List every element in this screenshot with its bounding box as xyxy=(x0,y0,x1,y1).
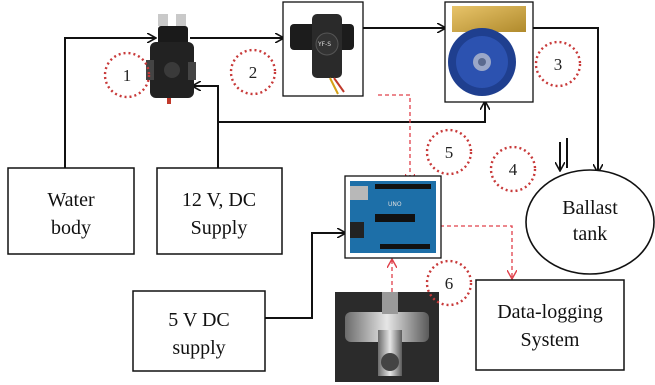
5v-to-arduino-line xyxy=(265,233,345,319)
arduino-logo-text: UNO xyxy=(388,201,402,208)
datalog-label-line1: Data-logging xyxy=(497,301,603,323)
dc5-label-line1: 5 V DC xyxy=(168,309,230,331)
datalog-box: Data-logging System xyxy=(475,279,625,371)
datalog-label-line2: System xyxy=(521,329,580,351)
arduino-to-datalog-signal xyxy=(440,225,512,278)
marker-numbers: 1 2 3 4 5 6 xyxy=(123,55,563,293)
supply-to-pump-line xyxy=(193,86,219,168)
sensor-to-arduino-signal xyxy=(378,94,410,182)
dc5-label-line2: supply xyxy=(172,337,225,359)
signal-lines xyxy=(378,94,512,292)
dc12-supply-box: 12 V, DC Supply xyxy=(156,167,283,255)
flow-lines xyxy=(64,27,598,319)
ballast-label-line2: tank xyxy=(573,223,607,245)
ballast-tank: Ballast tank xyxy=(525,169,655,275)
solenoid-valve xyxy=(444,1,534,103)
marker-5-number: 5 xyxy=(445,143,454,162)
marker-6-ring xyxy=(425,259,473,307)
water-body-label-line2: body xyxy=(51,217,91,239)
marker-2-ring xyxy=(229,48,277,96)
supply-to-valve-line xyxy=(218,102,485,123)
flow-sensor: YF-S xyxy=(282,1,364,97)
water-pump xyxy=(146,14,196,104)
water-body-label-line1: Water xyxy=(47,189,95,211)
dc5-supply-box: 5 V DC supply xyxy=(132,290,266,372)
water-body-box: Water body xyxy=(7,167,135,255)
marker-2-number: 2 xyxy=(249,63,258,82)
marker-6-number: 6 xyxy=(445,274,454,293)
water-inlet-line xyxy=(64,38,155,168)
arduino-board: UNO xyxy=(344,175,442,259)
dc12-label-line1: 12 V, DC xyxy=(182,189,256,211)
marker-3-number: 3 xyxy=(554,55,563,74)
marker-5-ring xyxy=(425,128,473,176)
ballast-label-line1: Ballast xyxy=(562,197,618,219)
marker-3-ring xyxy=(534,40,582,88)
marker-4-number: 4 xyxy=(509,160,518,179)
flow-sensor-label: YF-S xyxy=(317,41,331,48)
pressure-sensor xyxy=(335,292,439,382)
dc12-label-line2: Supply xyxy=(191,217,248,239)
marker-1-number: 1 xyxy=(123,66,132,85)
marker-1-ring xyxy=(103,51,151,99)
marker-4-ring xyxy=(489,145,537,193)
markers xyxy=(103,40,582,307)
valve-to-tank-line xyxy=(533,27,598,172)
